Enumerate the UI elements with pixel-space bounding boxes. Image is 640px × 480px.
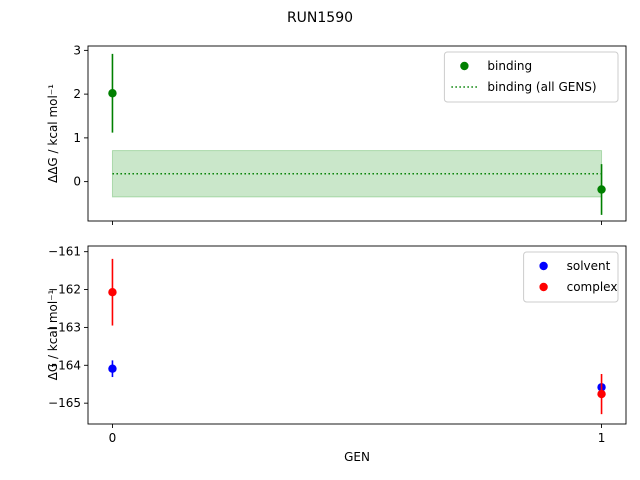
panel-bottom-ytick-label: −164 (48, 358, 81, 372)
panel-top-ytick-label: 2 (73, 87, 81, 101)
panel-top-ytick-label: 1 (73, 131, 81, 145)
panel-top-binding-point (108, 89, 117, 98)
panel-top-ytick-label: 3 (73, 43, 81, 57)
panel-bottom-axes-frame (87, 245, 627, 425)
panel-top-legend-label: binding (all GENS) (487, 80, 596, 94)
panel-top-legend: binding binding (all GENS) (443, 51, 619, 103)
panel-bottom-legend-label: complex (567, 280, 618, 294)
panel-top-axes-frame (87, 45, 627, 222)
figure-title: RUN1590 (287, 10, 353, 26)
panel-bottom-ylabel: ΔG / kcal mol⁻¹ (46, 289, 60, 380)
panel-bottom-complex-point (108, 288, 117, 297)
panel-bottom-ytick-label: −163 (48, 320, 81, 334)
panel-top-legend-marker (460, 61, 469, 71)
panel-top-legend-frame (443, 51, 619, 103)
panel-top-binding-point (597, 185, 606, 194)
panel-bottom-ytick-label: −161 (48, 245, 81, 259)
panel-bottom-legend-marker (539, 261, 548, 271)
panel-bottom-ytick-label: −162 (48, 283, 81, 297)
panel-bottom-legend: solvent complex (523, 251, 619, 303)
panel-top-ylabel: ΔΔG / kcal mol⁻¹ (46, 84, 60, 183)
panel-bottom-ytick-label: −165 (48, 396, 81, 410)
panel-bottom-xlabel: GEN (344, 450, 370, 464)
panel-bottom-legend-label: solvent (567, 259, 611, 273)
panel-bottom-complex-point (597, 389, 606, 399)
panel-bottom-solvent-point (108, 364, 117, 373)
panel-top-legend-label: binding (487, 59, 532, 73)
panel-bottom-xtick-label: 0 (109, 431, 117, 445)
panel-bottom-legend-marker (539, 282, 548, 292)
panel-bottom-xtick-label: 1 (598, 431, 606, 445)
panel-top-ytick-label: 0 (73, 175, 81, 189)
